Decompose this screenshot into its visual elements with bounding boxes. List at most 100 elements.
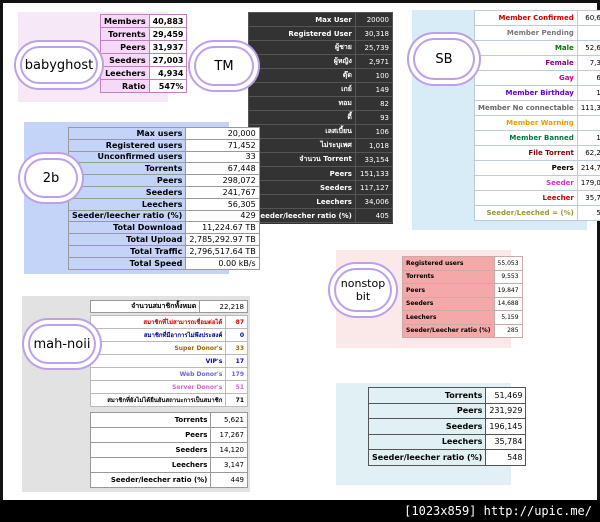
mahnoii_box-value: 33	[225, 341, 248, 355]
sb_stats-value: 501	[576, 205, 600, 221]
sb_stats-label: Female	[474, 55, 578, 71]
tm_stats-value: 151,133	[354, 166, 394, 181]
nonstop_stats-value: 5,159	[493, 310, 523, 325]
babyghost_stats-value: 4,934	[148, 66, 188, 80]
babyghost_stats-value: 31,937	[148, 40, 188, 54]
sb_stats-value: 9	[576, 25, 600, 41]
mahnoii_box-label: VIP's	[89, 354, 227, 368]
twob_stats-value: 33	[185, 150, 260, 164]
mahnoii_bottom-value: 3,147	[210, 457, 248, 473]
sb_stats-label: Seeder/Leeched = (%)	[474, 205, 578, 221]
tm_stats-label: Seeders	[248, 180, 356, 195]
tm_stats-value: 106	[354, 124, 394, 139]
last_stats-label: Torrents	[367, 387, 487, 404]
twob_stats-value: 56,305	[185, 197, 260, 211]
twob_stats-value: 429	[185, 209, 260, 223]
twob_stats-label: Unconfirmed users	[67, 150, 187, 164]
babyghost_stats-label: Ratio	[100, 79, 150, 93]
sb_stats-value: 62,205	[576, 145, 600, 161]
mahnoii_box-value: 51	[225, 380, 248, 394]
mahnoii_bottom-value: 5,621	[210, 412, 248, 428]
sb_stats-label: Member Confirmed	[474, 10, 578, 26]
mahnoii_box-label: สมาชิกที่ยังไม่ได้ยืนยันสถานะการเป็นสมาช…	[89, 393, 227, 407]
nonstop_stats-value: 9,553	[493, 269, 523, 284]
cloud-tm: TM	[196, 48, 252, 84]
sb_stats-value: 60,615	[576, 10, 600, 26]
twob_stats-value: 2,785,292.97 TB	[185, 233, 260, 246]
tm_stats-value: 34,006	[354, 194, 394, 209]
sb_stats-label: Member Birthday	[474, 85, 578, 101]
nonstop_stats-row: Seeder/Leecher ratio (%)285	[402, 323, 523, 338]
twob_stats-label: Peers	[67, 174, 187, 187]
tm_stats-value: 2,971	[354, 54, 394, 69]
babyghost_stats-value: 27,003	[148, 53, 188, 67]
tm_stats-value: 30,318	[354, 26, 394, 41]
tm_stats-label: จำนวน Torrent	[248, 152, 356, 167]
sb_stats-row: Member Birthday143	[474, 85, 600, 101]
mahnoii_bottom-row: Seeder/leecher ratio (%)449	[89, 472, 248, 488]
sb_stats-label: Member Banned	[474, 130, 578, 146]
mahnoii_bottom-label: Seeder/leecher ratio (%)	[89, 472, 212, 488]
twob_stats-label: Seeders	[67, 185, 187, 199]
sb_stats-value: 111,383	[576, 100, 600, 116]
tm_stats-row: Seeder/leecher ratio (%)405	[248, 208, 394, 223]
tm_stats-label: Max User	[248, 12, 356, 27]
tm_stats-value: 405	[354, 208, 394, 223]
sb_stats-value: 626	[576, 70, 600, 86]
nonstop_stats-value: 285	[493, 323, 523, 338]
babyghost_stats-label: Torrents	[100, 27, 150, 41]
sb_stats-value: 166	[576, 130, 600, 146]
nonstop_stats-label: Registered users	[402, 256, 495, 271]
twob_stats-value: 2,796,517.64 TB	[185, 244, 260, 258]
mahnoii_box-value: 87	[225, 315, 248, 329]
sb_stats-value: 52,685	[576, 40, 600, 56]
twob_stats-value: 71,452	[185, 138, 260, 152]
tm_stats-label: Registered User	[248, 26, 356, 41]
tm_stats-label: Peers	[248, 166, 356, 181]
nonstop_stats-value: 14,688	[493, 296, 523, 311]
tm_stats-label: ตุ๊ด	[248, 68, 356, 83]
nonstop_stats-label: Seeder/Leecher ratio (%)	[402, 323, 495, 338]
sb_stats-label: Peers	[474, 160, 578, 176]
tm_stats-label: Leechers	[248, 194, 356, 209]
twob_stats-label: Leechers	[67, 197, 187, 211]
mahnoii_box-label: สมาชิกที่มีอาการไม่พึงประสงค์	[89, 328, 227, 342]
twob_stats-value: 20,000	[185, 127, 260, 140]
babyghost_stats-value: 40,883	[148, 14, 188, 28]
